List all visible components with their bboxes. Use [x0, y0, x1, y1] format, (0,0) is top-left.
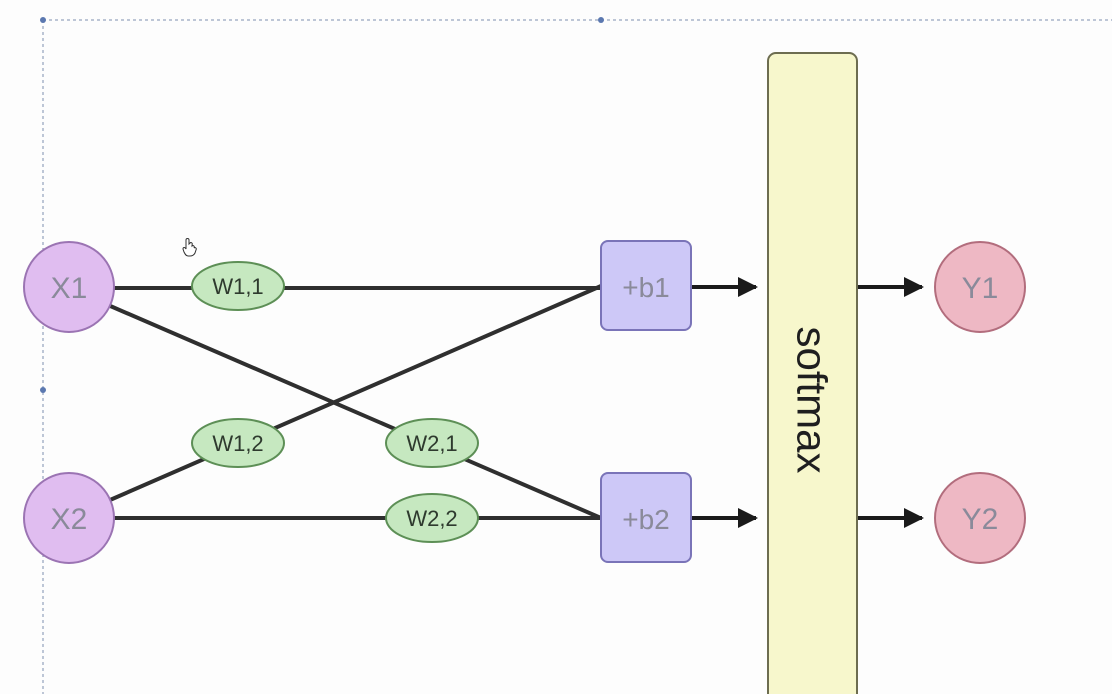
output-node-label: Y2	[962, 503, 999, 536]
input-node-label: X1	[51, 272, 88, 305]
weight-node-w22[interactable]: W2,2	[385, 493, 479, 543]
edge-x1-b2	[107, 303, 602, 520]
bias-node-label: +b1	[622, 272, 670, 303]
connections	[107, 284, 602, 520]
input-node-label: X2	[51, 503, 88, 536]
selection-guides	[40, 17, 1112, 694]
input-node-x2[interactable]: X2	[23, 472, 115, 564]
bias-node-b2[interactable]: +b2	[600, 472, 692, 563]
selection-handle[interactable]	[40, 17, 46, 23]
selection-handle[interactable]	[598, 17, 604, 23]
weight-node-label: W1,2	[212, 431, 263, 456]
softmax-block[interactable]: softmax	[767, 52, 858, 694]
weight-node-label: W2,1	[406, 431, 457, 456]
weight-node-w21[interactable]: W2,1	[385, 418, 479, 468]
edge-x2-b1	[109, 284, 602, 502]
weight-node-label: W1,1	[212, 274, 263, 299]
arrows	[692, 277, 924, 528]
weight-node-w11[interactable]: W1,1	[191, 261, 285, 311]
output-node-label: Y1	[962, 272, 999, 305]
softmax-label: softmax	[789, 326, 836, 473]
output-node-y1[interactable]: Y1	[934, 241, 1026, 333]
selection-handle[interactable]	[40, 387, 46, 393]
input-node-x1[interactable]: X1	[23, 241, 115, 333]
weight-node-label: W2,2	[406, 506, 457, 531]
weight-node-w12[interactable]: W1,2	[191, 418, 285, 468]
output-node-y2[interactable]: Y2	[934, 472, 1026, 564]
bias-node-b1[interactable]: +b1	[600, 240, 692, 331]
hand-cursor-icon	[182, 238, 197, 257]
bias-node-label: +b2	[622, 504, 670, 535]
